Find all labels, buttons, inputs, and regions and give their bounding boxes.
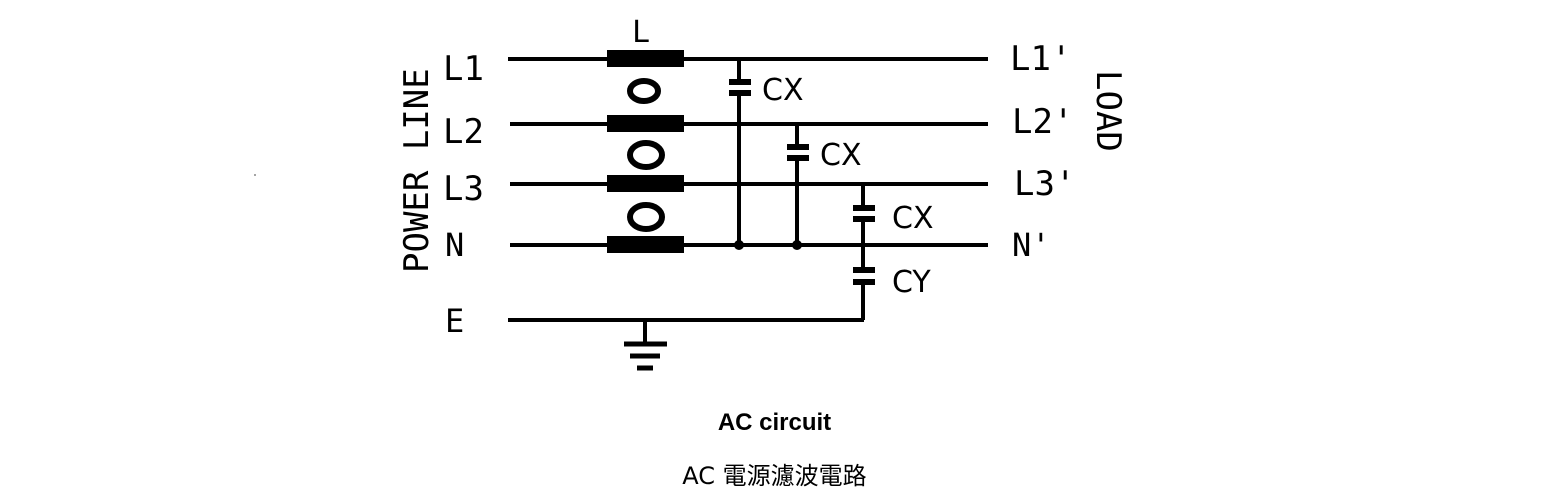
common-mode-choke [607, 50, 684, 253]
core-ring-1 [627, 78, 661, 104]
inductor-winding-l1 [607, 50, 684, 67]
input-label-l1: L1 [443, 49, 484, 89]
capacitor-cx2 [787, 124, 809, 250]
output-label-l1: L1' [1010, 39, 1071, 79]
inductor-label: L [632, 15, 650, 50]
output-label-l2: L2' [1012, 102, 1073, 142]
capacitor-cx1 [729, 59, 751, 250]
stray-dot [254, 174, 256, 176]
core-ring-3 [627, 202, 665, 232]
input-label-n: N [445, 226, 464, 264]
inductor-winding-n [607, 236, 684, 253]
load-label: LOAD [1088, 70, 1128, 152]
conductor-lines [508, 57, 988, 322]
cx2-label: CX [820, 138, 862, 173]
cy-label: CY [892, 265, 931, 300]
input-label-l3: L3 [443, 169, 484, 209]
inductor-winding-l2 [607, 115, 684, 132]
output-label-n: N' [1012, 226, 1051, 264]
caption-english: AC circuit [717, 409, 832, 436]
power-line-label: POWER LINE [397, 68, 437, 273]
cx1-label: CX [762, 73, 804, 108]
input-label-e: E [445, 302, 464, 340]
caption-chinese: AC 電源濾波電路 [682, 462, 867, 490]
input-label-l2: L2 [443, 112, 484, 152]
cx3-label: CX [892, 201, 934, 236]
inductor-winding-l3 [607, 175, 684, 192]
core-ring-2 [627, 140, 665, 170]
output-label-l3: L3' [1014, 164, 1075, 204]
ground-icon [624, 320, 667, 371]
capacitor-cy [853, 245, 875, 320]
choke-cores [627, 78, 665, 232]
capacitor-cx3 [853, 184, 875, 245]
